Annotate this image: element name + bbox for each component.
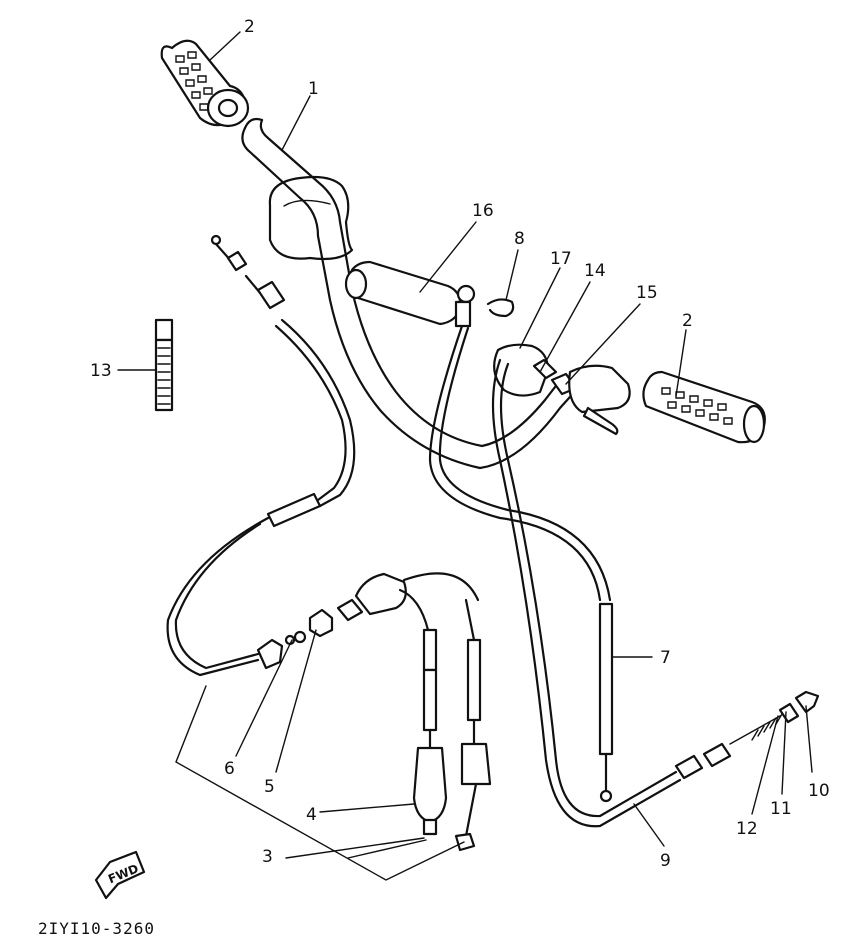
callout-3: 3: [262, 847, 273, 867]
callouts: 2 1 16 8 17 14 15 2 13 7 6 5 4 3 9 12 11…: [90, 17, 830, 871]
callout-14: 14: [584, 261, 606, 281]
callout-4: 4: [306, 805, 317, 825]
right-lever-assembly: [493, 343, 631, 436]
band-13: [154, 318, 174, 412]
callout-13: 13: [90, 361, 112, 381]
diagram-code: 2IYI10-3260: [38, 919, 155, 938]
grip-right: [642, 370, 766, 444]
cable-left: [166, 234, 356, 677]
handlebar: [241, 117, 580, 470]
fwd-arrow: FWD: [94, 850, 146, 900]
throttle-tube: [344, 260, 462, 326]
throttle-cable: [336, 572, 492, 852]
callout-12: 12: [736, 819, 758, 839]
callout-throttle-16: 16: [472, 201, 494, 221]
callout-5: 5: [264, 777, 275, 797]
callout-17: 17: [550, 249, 572, 269]
ring-6: [293, 630, 307, 644]
clip-8: [486, 298, 515, 318]
callout-15: 15: [636, 283, 658, 303]
callout-11: 11: [770, 799, 792, 819]
nut-5: [308, 608, 334, 638]
callout-10: 10: [808, 781, 830, 801]
callout-7: 7: [660, 648, 671, 668]
grip-left: [160, 39, 250, 128]
callout-6: 6: [224, 759, 235, 779]
callout-9: 9: [660, 851, 671, 871]
leader-lines: [117, 31, 813, 881]
cable-long: [428, 284, 820, 828]
callout-handlebar: 1: [308, 79, 319, 99]
callout-grip-right: 2: [682, 311, 693, 331]
callout-8: 8: [514, 229, 525, 249]
callout-grip-left: 2: [244, 17, 255, 37]
